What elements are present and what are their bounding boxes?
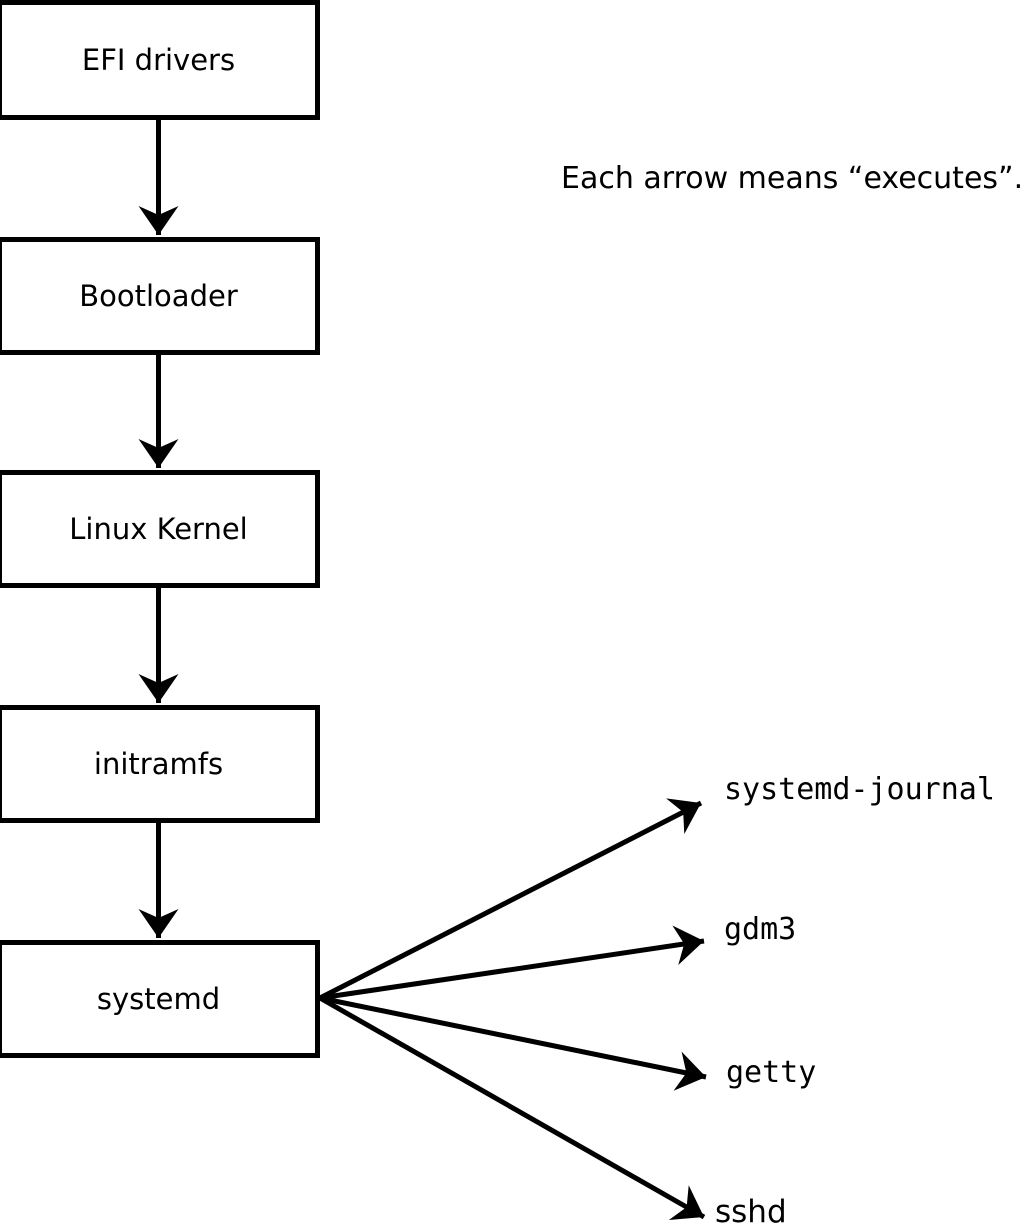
label-getty: getty [726,1055,817,1090]
label-sshd: sshd [715,1194,787,1230]
arrow-systemd-to-journal [318,798,703,1001]
note-arrow-meaning: Each arrow means “executes”. [561,161,1023,196]
node-linux-kernel: Linux Kernel [0,470,320,588]
arrow-systemd-to-gdm3 [319,925,705,1001]
node-bootloader: Bootloader [0,237,320,355]
arrow-systemd-to-sshd [318,995,706,1221]
node-label: Bootloader [79,278,238,313]
node-label: Linux Kernel [69,511,248,546]
node-label: initramfs [93,746,224,781]
label-systemd-journal: systemd-journal [724,772,995,807]
node-initramfs: initramfs [0,705,320,823]
node-label: systemd [96,981,221,1016]
node-efi-drivers: EFI drivers [0,0,320,120]
label-gdm3: gdm3 [724,912,797,947]
node-label: EFI drivers [81,42,236,77]
node-systemd: systemd [0,940,320,1058]
arrow-systemd-to-getty [319,995,707,1091]
